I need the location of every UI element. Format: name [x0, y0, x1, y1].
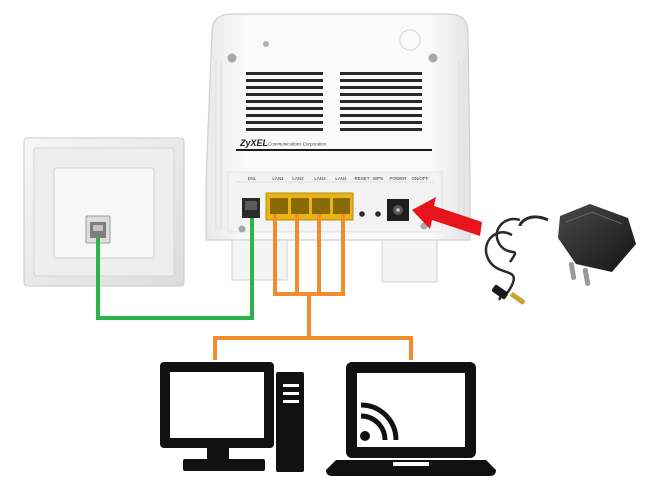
desktop-computer-icon [160, 362, 304, 472]
port-label-lan2: LAN2 [292, 176, 304, 181]
dsl-cable [96, 218, 254, 320]
port-label-reset: RESET [354, 176, 369, 181]
router-device-icon: ZyXEL Communications Corporation DSL LAN… [205, 13, 471, 283]
lan-cables [213, 214, 413, 360]
port-label-power: POWER [389, 176, 407, 181]
wireless-laptop-icon [326, 362, 496, 476]
port-label-lan3: LAN3 [314, 176, 326, 181]
reset-button [359, 211, 365, 217]
power-adapter-icon [484, 204, 636, 305]
phone-wall-socket-icon [23, 137, 185, 287]
router-brand: ZyXEL [239, 138, 268, 148]
power-arrow [412, 197, 482, 236]
wps-button [375, 211, 381, 217]
port-label-lan1: LAN1 [272, 176, 284, 181]
router-brand-subtitle: Communications Corporation [268, 142, 327, 147]
wifi-icon [360, 402, 399, 441]
port-label-onoff: ON/OFF [412, 176, 429, 181]
vent-grille [246, 72, 422, 131]
port-label-dsl: DSL [248, 176, 257, 181]
port-label-wps: WPS [373, 176, 383, 181]
port-label-lan4: LAN4 [335, 176, 347, 181]
